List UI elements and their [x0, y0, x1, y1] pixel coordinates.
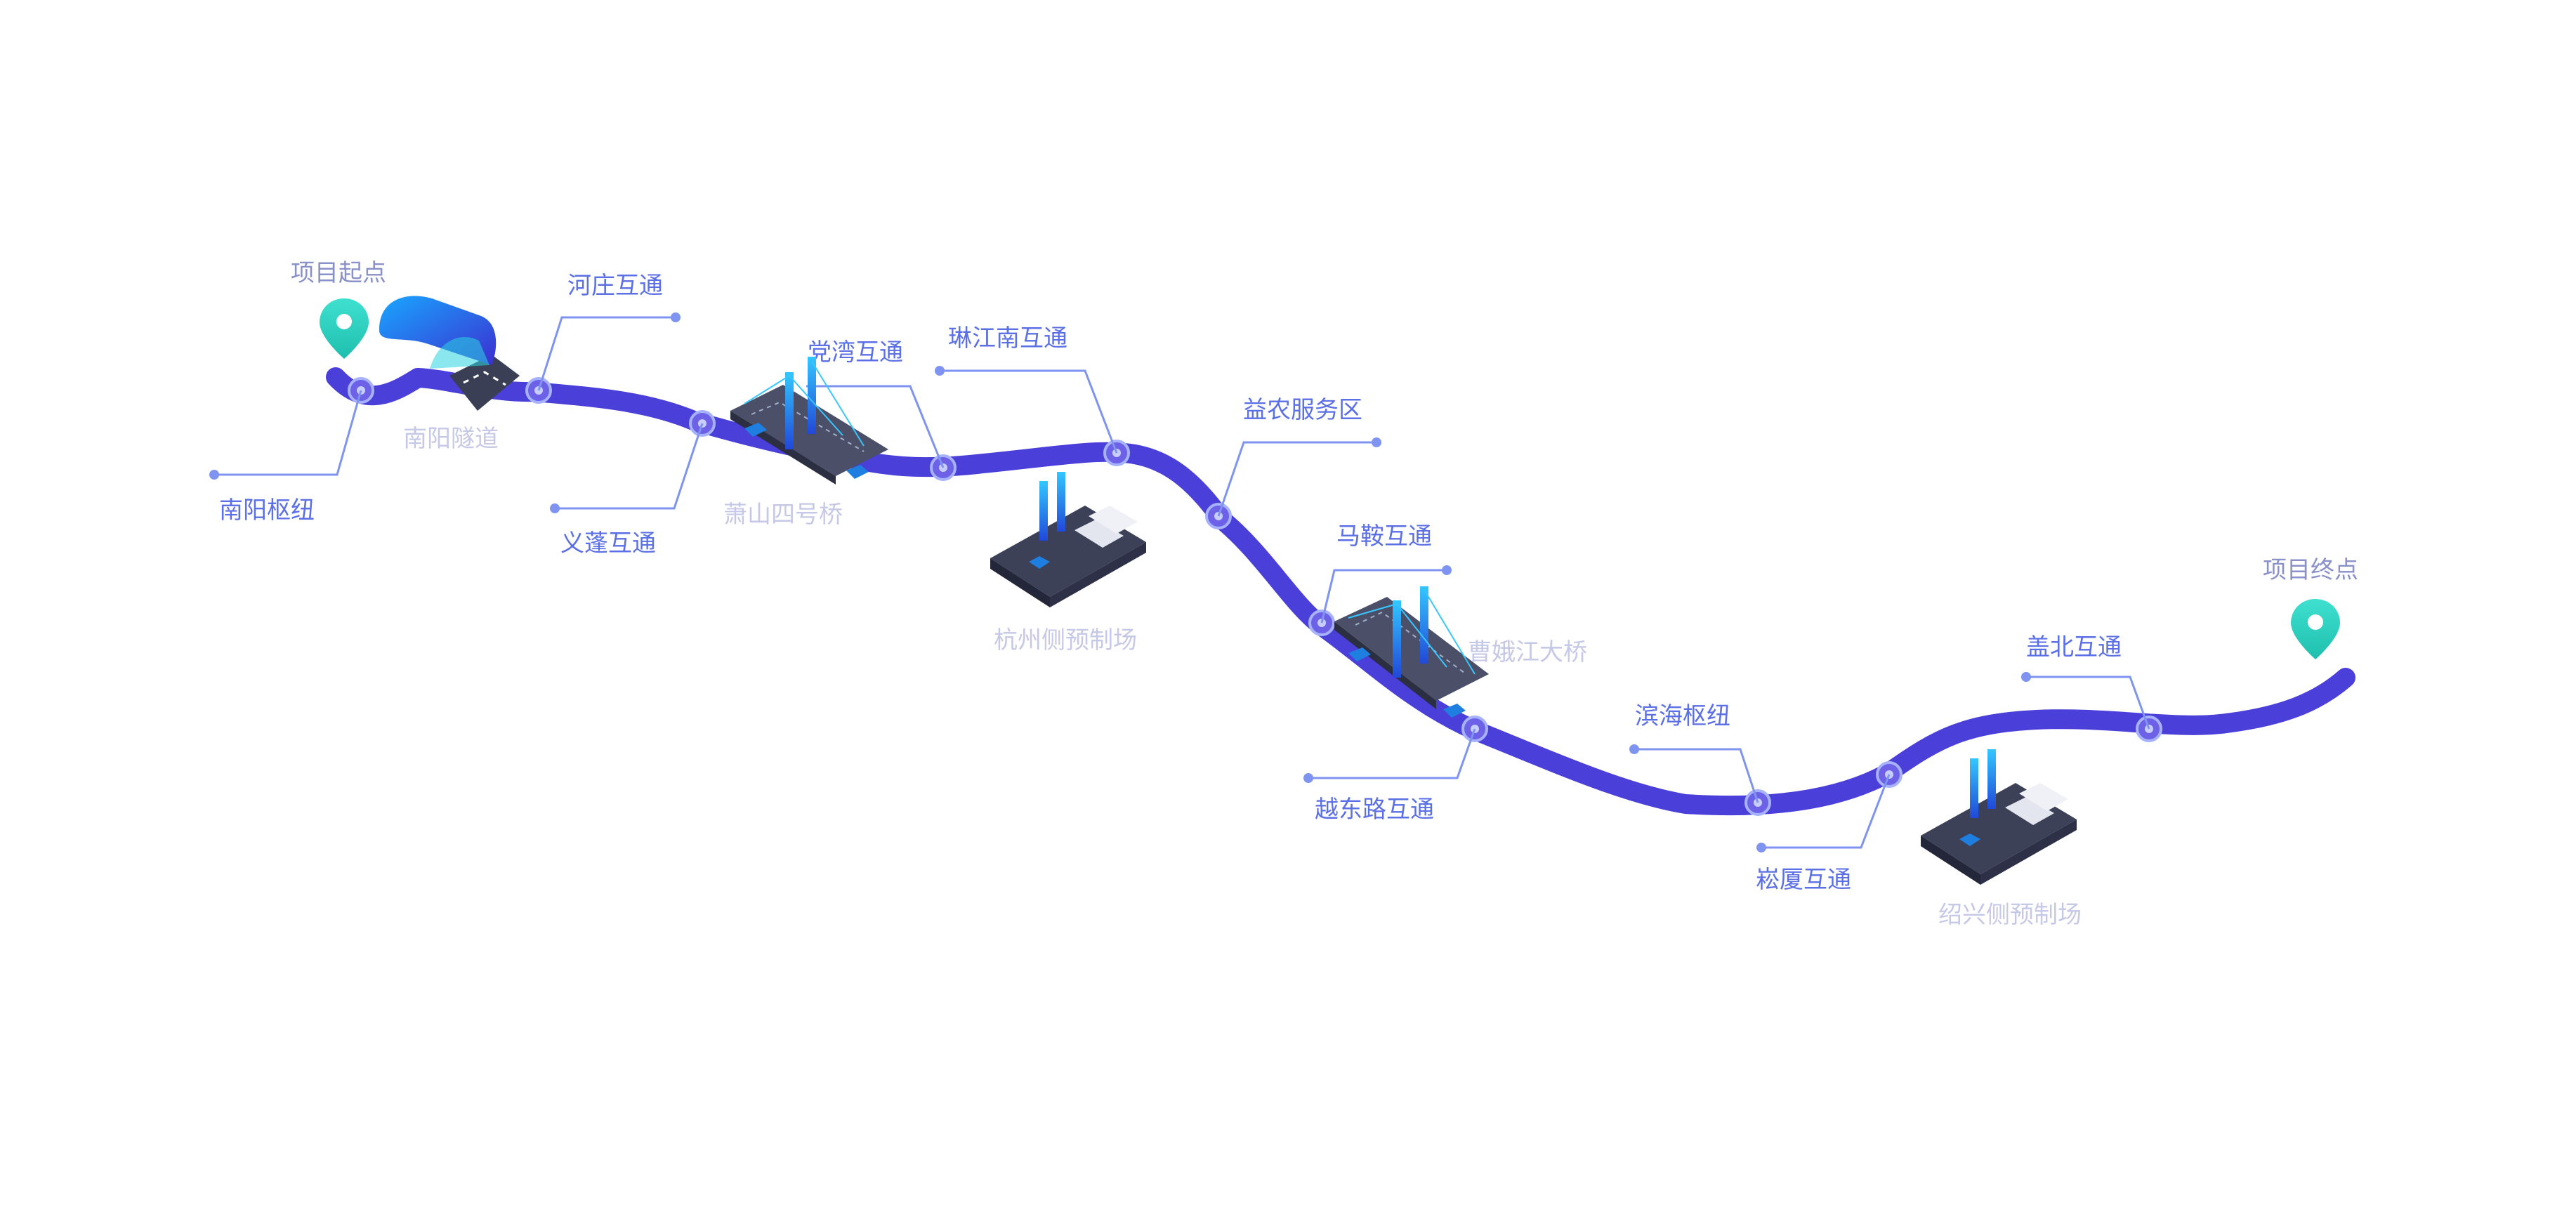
precast-yard-icon[interactable] [990, 472, 1146, 607]
tunnel-icon[interactable] [379, 296, 520, 411]
node-label-yipeng: 义蓬互通 [560, 529, 656, 558]
node-label-yinong: 益农服务区 [1243, 396, 1362, 424]
node-label-nanyang-shuniu: 南阳枢纽 [219, 496, 315, 525]
node-label-hezhuang: 河庄互通 [567, 272, 663, 300]
facility-label-caoe-bridge: 曹娥江大桥 [1468, 638, 1587, 666]
end-pin[interactable] [2291, 599, 2340, 659]
facility-label-nanyang-tunnel: 南阳隧道 [403, 425, 499, 453]
start-pin[interactable] [320, 298, 369, 359]
start-label: 项目起点 [291, 259, 386, 287]
facility-label-hangzhou-precast: 杭州侧预制场 [994, 626, 1137, 654]
node-label-songxia: 崧厦互通 [1756, 866, 1851, 894]
node-label-gaibei: 盖北互通 [2026, 633, 2122, 661]
node-label-binhai: 滨海枢纽 [1635, 702, 1730, 730]
facility-label-shaoxing-precast: 绍兴侧预制场 [1938, 901, 2082, 929]
leader-lines [209, 312, 2150, 852]
end-label: 项目终点 [2263, 556, 2358, 584]
node-label-yuedonglu: 越东路互通 [1315, 796, 1434, 824]
facility-label-xiaoshan-bridge: 萧山四号桥 [723, 501, 843, 529]
node-label-maan: 马鞍互通 [1336, 522, 1432, 551]
precast-yard-icon[interactable] [1921, 749, 2077, 885]
cable-stayed-bridge-icon[interactable] [1334, 586, 1489, 718]
highway-route-line [326, 367, 2355, 816]
cable-stayed-bridge-icon[interactable] [730, 357, 888, 485]
node-label-linjiangnan: 琳江南互通 [948, 324, 1067, 352]
node-label-dangwan: 党湾互通 [808, 338, 903, 367]
